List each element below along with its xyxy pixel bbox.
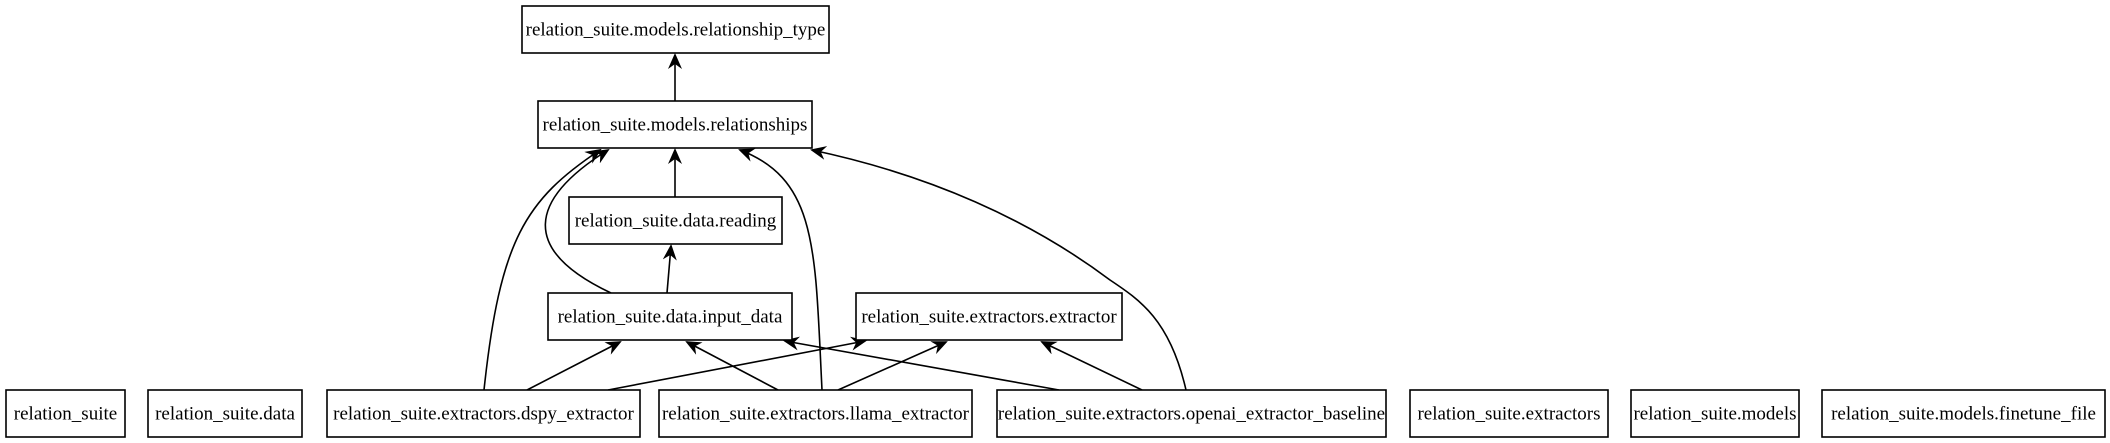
node-box bbox=[326, 389, 641, 438]
edges-layer bbox=[483, 53, 1187, 391]
node-box bbox=[1630, 389, 1800, 438]
node-extractor: relation_suite.extractors.extractor bbox=[855, 292, 1123, 341]
node-relationship_type: relation_suite.models.relationship_type bbox=[521, 5, 830, 54]
node-box bbox=[658, 389, 973, 438]
node-box bbox=[1821, 389, 2106, 438]
edge-openai_extractor_baseline-to-relationships bbox=[810, 146, 1187, 391]
node-openai_extractor_baseline: relation_suite.extractors.openai_extract… bbox=[996, 389, 1387, 438]
node-label: relation_suite.models.relationship_type bbox=[526, 20, 826, 41]
node-label: relation_suite.extractors bbox=[1417, 404, 1600, 425]
node-reading: relation_suite.data.reading bbox=[568, 196, 783, 245]
node-relation_suite: relation_suite bbox=[5, 389, 126, 438]
node-input_data: relation_suite.data.input_data bbox=[547, 292, 793, 341]
node-box bbox=[547, 292, 793, 341]
node-label: relation_suite.data.reading bbox=[575, 211, 777, 232]
node-llama_extractor: relation_suite.extractors.llama_extracto… bbox=[658, 389, 973, 438]
edge-input_data-to-relationships bbox=[544, 148, 612, 294]
node-box bbox=[855, 292, 1123, 341]
node-box bbox=[1409, 389, 1609, 438]
edge-openai_extractor_baseline-to-input_data bbox=[783, 336, 1060, 391]
node-label: relation_suite bbox=[14, 404, 117, 425]
node-box bbox=[521, 5, 830, 54]
edge-dspy_extractor-to-relationships bbox=[483, 148, 602, 391]
node-dspy_extractor: relation_suite.extractors.dspy_extractor bbox=[326, 389, 641, 438]
node-label: relation_suite.models bbox=[1633, 404, 1796, 425]
node-label: relation_suite.extractors.openai_extract… bbox=[998, 404, 1385, 425]
edge-llama_extractor-to-extractor bbox=[837, 341, 948, 391]
node-label: relation_suite.models.relationships bbox=[543, 115, 808, 136]
edge-llama_extractor-to-relationships bbox=[738, 148, 823, 391]
node-relationships: relation_suite.models.relationships bbox=[537, 100, 813, 149]
node-label: relation_suite.extractors.llama_extracto… bbox=[662, 404, 970, 425]
edge-dspy_extractor-to-input_data bbox=[526, 341, 622, 391]
edge-input_data-to-reading bbox=[662, 244, 677, 294]
node-label: relation_suite.models.finetune_file bbox=[1831, 404, 2096, 425]
node-finetune_file: relation_suite.models.finetune_file bbox=[1821, 389, 2106, 438]
edge-openai_extractor_baseline-to-extractor bbox=[1040, 341, 1143, 391]
node-models: relation_suite.models bbox=[1630, 389, 1800, 438]
node-box bbox=[996, 389, 1387, 438]
edge-dspy_extractor-to-extractor bbox=[607, 336, 867, 391]
node-extractors: relation_suite.extractors bbox=[1409, 389, 1609, 438]
node-data: relation_suite.data bbox=[147, 389, 303, 438]
node-box bbox=[5, 389, 126, 438]
node-label: relation_suite.extractors.dspy_extractor bbox=[333, 404, 634, 425]
node-box bbox=[537, 100, 813, 149]
node-label: relation_suite.data bbox=[155, 404, 295, 425]
node-label: relation_suite.data.input_data bbox=[558, 307, 783, 328]
edge-llama_extractor-to-input_data bbox=[685, 341, 779, 391]
node-box bbox=[568, 196, 783, 245]
node-label: relation_suite.extractors.extractor bbox=[861, 307, 1117, 328]
nodes-layer: relation_suite.models.relationship_typer… bbox=[5, 5, 2106, 438]
node-box bbox=[147, 389, 303, 438]
